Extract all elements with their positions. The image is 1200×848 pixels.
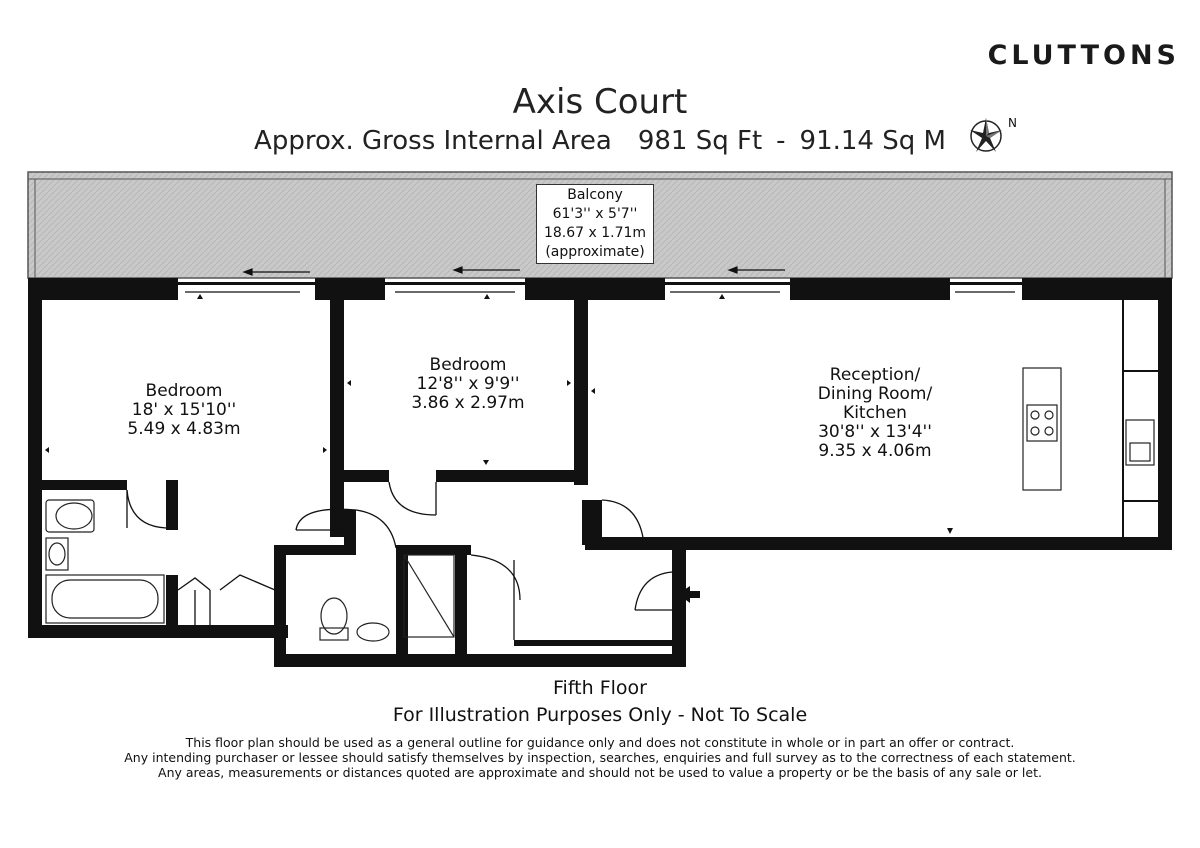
room-label-reception: Reception/ Dining Room/ Kitchen 30'8'' x… [790, 366, 960, 461]
exterior-walls [28, 278, 1172, 667]
room-label-bedroom-2: Bedroom 12'8'' x 9'9'' 3.86 x 2.97m [388, 356, 548, 413]
room-name-line-1: Reception/ [829, 365, 921, 385]
disclaimer-line-1: This floor plan should be used as a gene… [185, 735, 1015, 750]
room-name: Bedroom [429, 355, 507, 375]
interior-walls [42, 285, 1158, 655]
room-metric: 9.35 x 4.06m [818, 441, 932, 461]
balcony-label: Balcony 61'3'' x 5'7'' 18.67 x 1.71m (ap… [536, 184, 654, 264]
balcony-imperial: 61'3'' x 5'7'' [552, 206, 638, 222]
wall-markers [45, 294, 953, 534]
room-name: Bedroom [145, 381, 223, 401]
room-name-line-3: Kitchen [843, 403, 907, 423]
compass-north-label: N [1008, 116, 1017, 130]
disclaimer-line-3: Any areas, measurements or distances quo… [158, 765, 1042, 780]
balcony-metric: 18.67 x 1.71m [543, 225, 647, 241]
room-imperial: 18' x 15'10'' [131, 400, 237, 420]
bathroom-fixtures [45, 499, 455, 642]
floor-name: Fifth Floor [553, 677, 647, 699]
area-sq-m: 91.14 Sq M [799, 126, 946, 156]
room-imperial: 12'8'' x 9'9'' [416, 374, 520, 394]
scale-note: For Illustration Purposes Only - Not To … [392, 704, 808, 726]
door-swings [126, 481, 673, 640]
balcony-note: (approximate) [545, 244, 645, 260]
entrance-arrow-icon [678, 586, 700, 603]
kitchen-fixtures [1022, 367, 1155, 491]
area-separator: - [776, 126, 786, 156]
property-title: Axis Court [512, 82, 688, 122]
area-label: Approx. Gross Internal Area [254, 126, 612, 156]
room-label-bedroom-1: Bedroom 18' x 15'10'' 5.49 x 4.83m [104, 382, 264, 439]
compass-rose-icon [970, 118, 1002, 152]
room-metric: 5.49 x 4.83m [127, 419, 241, 439]
brand-logo: CLUTTONS [987, 40, 1180, 71]
room-metric: 3.86 x 2.97m [411, 393, 525, 413]
balcony-name: Balcony [567, 187, 623, 203]
room-imperial: 30'8'' x 13'4'' [818, 422, 932, 442]
disclaimer: This floor plan should be used as a gene… [0, 735, 1200, 780]
sliding-door-marks [185, 266, 1015, 293]
room-name-line-2: Dining Room/ [817, 384, 933, 404]
disclaimer-line-2: Any intending purchaser or lessee should… [124, 750, 1076, 765]
area-sq-ft: 981 Sq Ft [637, 126, 763, 156]
area-summary: Approx. Gross Internal Area 981 Sq Ft-91.… [0, 126, 1200, 156]
